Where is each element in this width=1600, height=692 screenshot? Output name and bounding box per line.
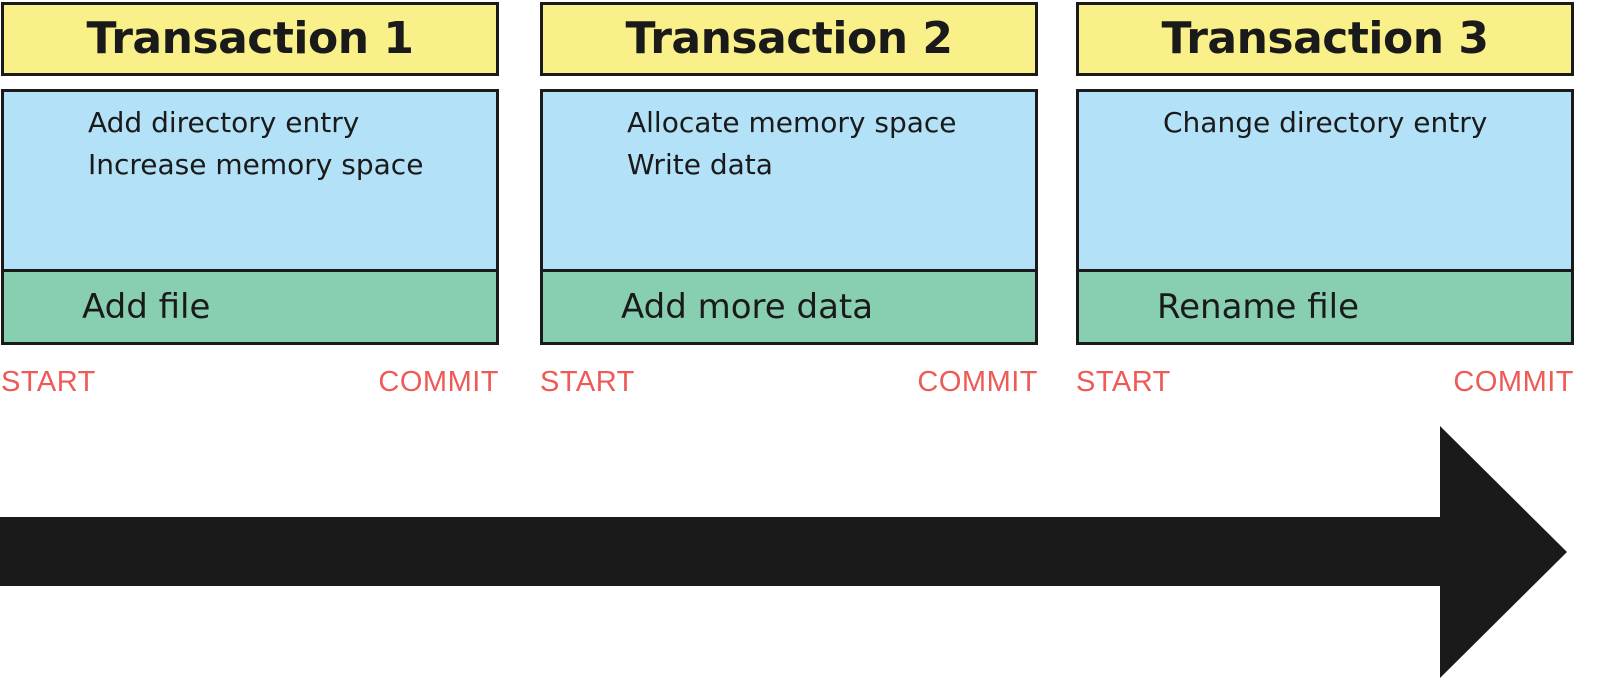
transaction-1-title: Transaction 1 (1, 2, 499, 76)
transaction-2-start-label: START (540, 366, 635, 398)
transaction-2-action: Add more data (543, 272, 1035, 342)
transaction-3-operation: Change directory entry (1163, 106, 1488, 139)
transaction-1-action: Add file (4, 272, 496, 342)
transaction-2-body: Allocate memory space Write data Add mor… (540, 89, 1038, 345)
transaction-2-operation: Allocate memory space (627, 106, 957, 139)
transaction-3-action: Rename file (1079, 272, 1571, 342)
transaction-3-body: Change directory entry Rename file (1076, 89, 1574, 345)
transaction-2-operation: Write data (627, 148, 773, 181)
transaction-3-operations: Change directory entry (1079, 92, 1571, 272)
transaction-2-operations: Allocate memory space Write data (543, 92, 1035, 272)
transaction-1-start-label: START (1, 366, 96, 398)
transaction-1-operation: Add directory entry (88, 106, 360, 139)
transaction-2-commit-label: COMMIT (917, 366, 1038, 398)
transaction-1-operations: Add directory entry Increase memory spac… (4, 92, 496, 272)
transaction-3-start-label: START (1076, 366, 1171, 398)
transaction-1-operation: Increase memory space (88, 148, 424, 181)
timeline-arrow-icon (0, 426, 1567, 678)
transaction-1-commit-label: COMMIT (378, 366, 499, 398)
transaction-3-title: Transaction 3 (1076, 2, 1574, 76)
transaction-2-title: Transaction 2 (540, 2, 1038, 76)
transaction-3-commit-label: COMMIT (1453, 366, 1574, 398)
transaction-1-body: Add directory entry Increase memory spac… (1, 89, 499, 345)
timeline-arrow-shape (0, 426, 1567, 678)
